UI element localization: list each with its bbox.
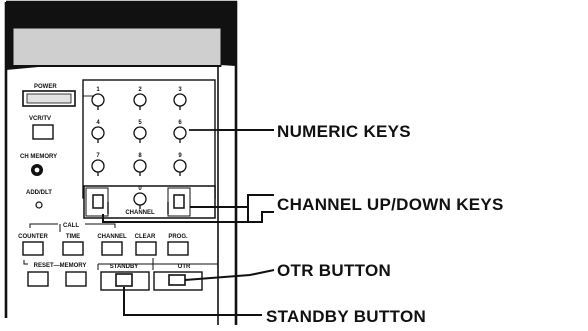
ch-memory-button[interactable] [31, 164, 43, 176]
otr-leader [184, 269, 275, 281]
numeric-key-2[interactable]: 2 [133, 87, 147, 110]
channel-up-down-callout: CHANNEL UP/DOWN KEYS [277, 195, 504, 214]
vcrtv-button[interactable] [32, 124, 54, 140]
channel-up-button[interactable] [173, 194, 185, 209]
numeric-key-7[interactable]: 7 [91, 153, 105, 176]
channel-label: CHANNEL [125, 210, 155, 216]
svg-text:4: 4 [96, 120, 100, 126]
numeric-key-6[interactable]: 6 [173, 120, 187, 143]
ch-memory-label: CH MEMORY [20, 154, 57, 160]
numeric-keys-callout: NUMERIC KEYS [277, 122, 411, 141]
standby-leader [123, 287, 262, 316]
add-dlt-button[interactable] [35, 201, 43, 209]
time-button[interactable] [62, 241, 84, 256]
call-label: CALL [63, 223, 79, 229]
svg-text:1: 1 [96, 87, 100, 93]
display-panel [12, 27, 222, 67]
standby-label: STANDBY [110, 264, 139, 270]
numeric-key-9[interactable]: 9 [173, 153, 187, 176]
numeric-key-3[interactable]: 3 [173, 87, 187, 110]
svg-text:9: 9 [178, 153, 182, 159]
clear-label: CLEAR [135, 234, 156, 240]
channel-key-label: CHANNEL [97, 234, 127, 240]
reset-memory-label: RESET—MEMORY [34, 263, 87, 269]
channel-down-button[interactable] [92, 194, 104, 209]
standby-button[interactable] [100, 271, 150, 291]
numeric-keypad [82, 79, 216, 199]
prog-label: PROG. [168, 234, 188, 240]
vcrtv-label: VCR/TV [29, 116, 51, 122]
svg-text:5: 5 [138, 120, 142, 126]
counter-label: COUNTER [18, 234, 48, 240]
numeric-key-1[interactable]: 1 [91, 87, 105, 110]
otr-button-callout: OTR BUTTON [277, 261, 391, 280]
otr-label: OTR [178, 264, 191, 270]
numeric-key-4[interactable]: 4 [91, 120, 105, 143]
power-label: POWER [34, 84, 57, 90]
add-dlt-label: ADD/DLT [26, 190, 52, 196]
svg-text:7: 7 [96, 153, 100, 159]
counter-button[interactable] [22, 241, 44, 256]
time-label: TIME [66, 234, 80, 240]
svg-text:0: 0 [138, 186, 142, 192]
clear-button[interactable] [135, 241, 157, 256]
svg-text:8: 8 [138, 153, 142, 159]
bottom-label-bracket [23, 258, 218, 270]
numeric-key-0[interactable]: 0 [133, 186, 147, 209]
svg-text:3: 3 [178, 87, 182, 93]
memory-button[interactable] [65, 271, 87, 287]
numeric-key-5[interactable]: 5 [133, 120, 147, 143]
numeric-key-8[interactable]: 8 [133, 153, 147, 176]
prog-button[interactable] [167, 241, 189, 256]
channel-keys-leader [102, 194, 274, 223]
svg-text:2: 2 [138, 87, 142, 93]
otr-button[interactable] [153, 271, 203, 291]
channel-key-button[interactable] [101, 241, 123, 256]
reset-button[interactable] [27, 271, 49, 287]
call-bracket [29, 223, 116, 232]
svg-text:6: 6 [178, 120, 182, 126]
power-button[interactable] [22, 90, 76, 107]
standby-button-callout: STANDBY BUTTON [266, 307, 426, 326]
